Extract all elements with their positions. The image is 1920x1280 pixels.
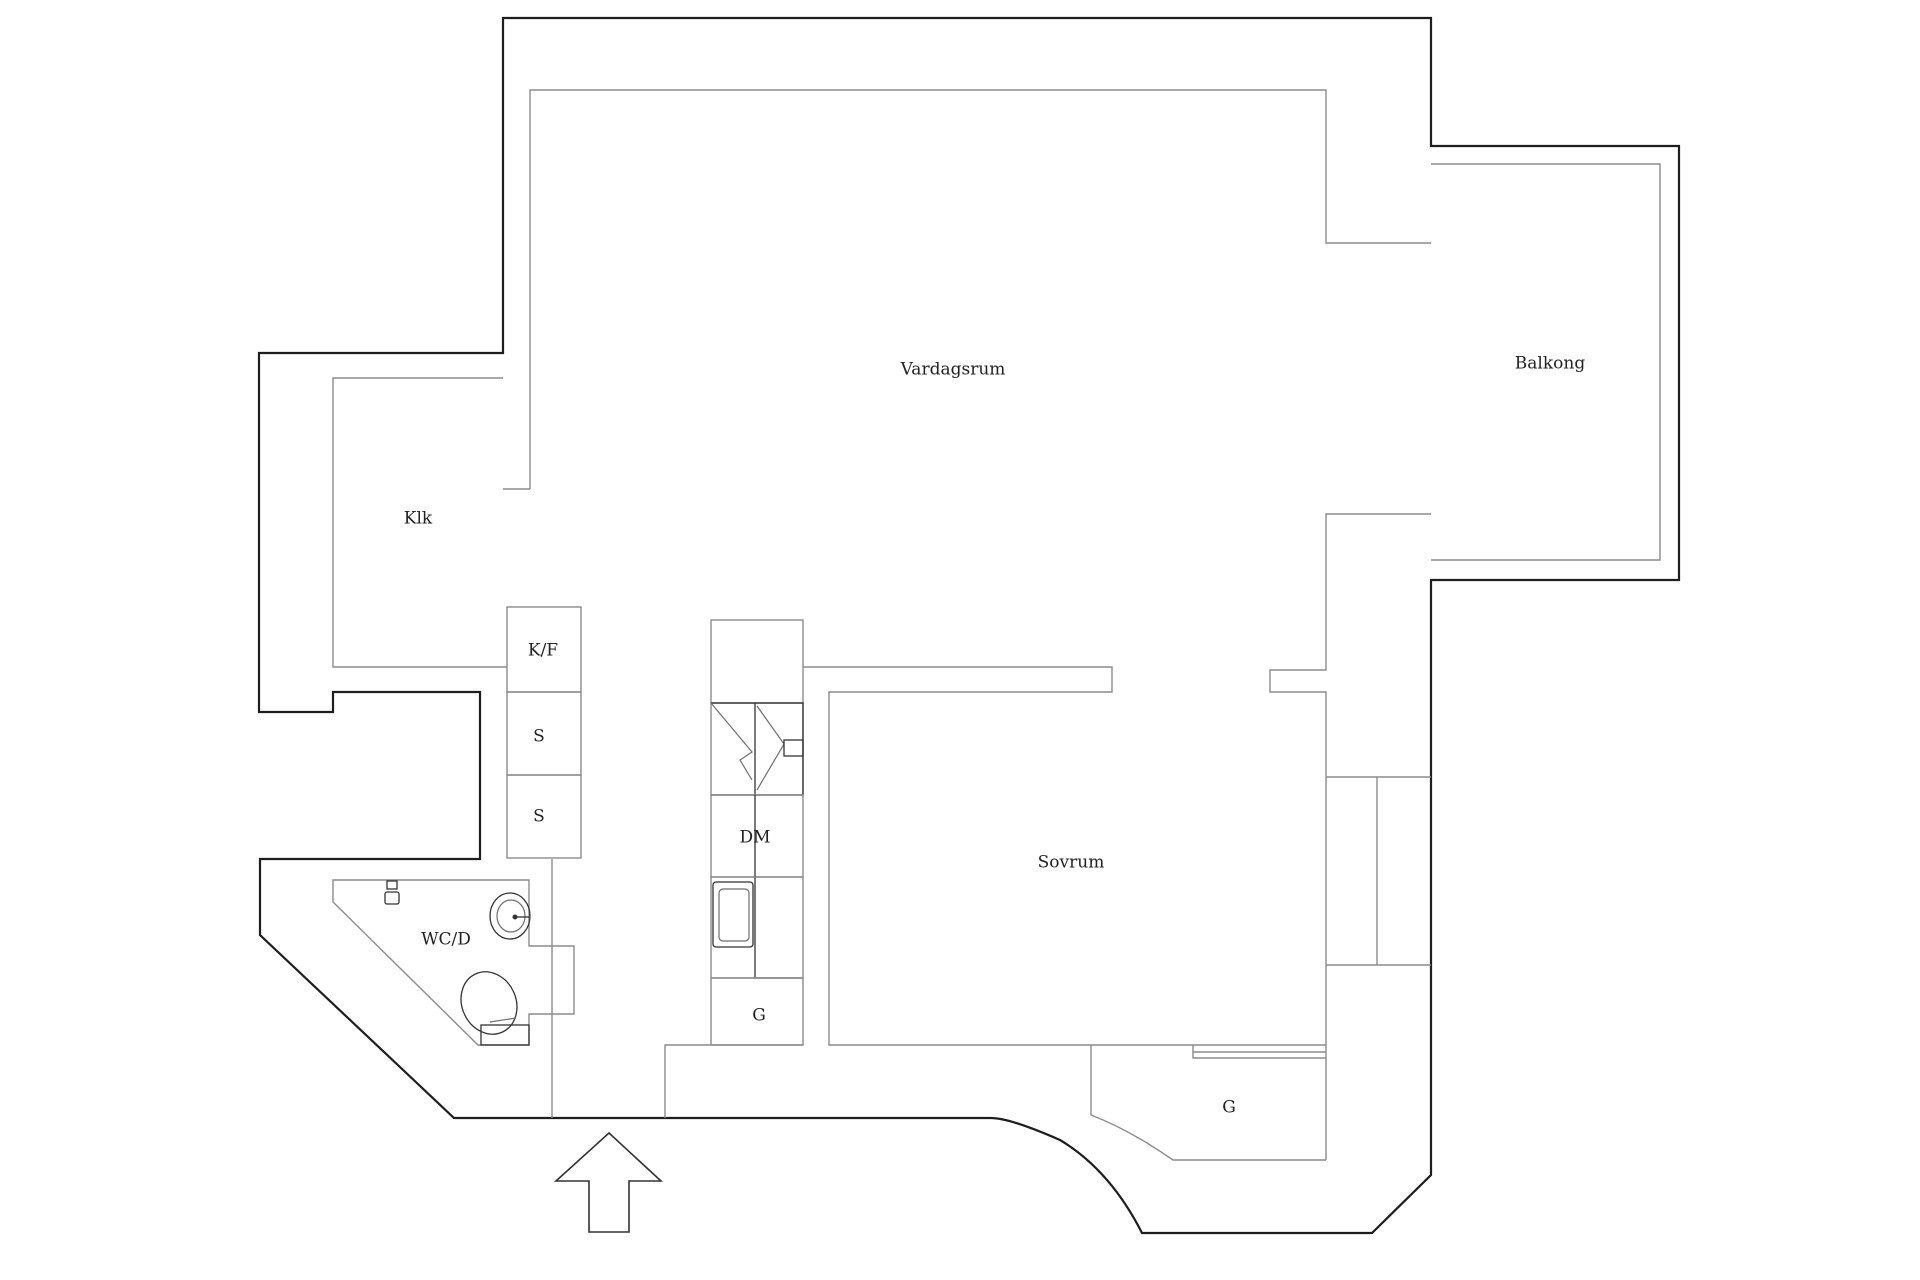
bathroom-fixtures	[384, 880, 531, 1046]
label-fridge-freezer: K/F	[528, 641, 558, 661]
counter-edge	[754, 795, 803, 979]
hallway-wall	[664, 1044, 803, 1118]
stove-box	[710, 702, 804, 796]
bedroom-door-line-2	[1192, 1045, 1326, 1059]
right-wall-lower	[1269, 513, 1431, 1160]
kitchen-sink-icon	[712, 881, 754, 948]
bathroom-wall	[332, 879, 575, 1046]
living-room-wall	[529, 89, 1431, 489]
label-cabinet-2: S	[533, 807, 545, 827]
sink-icon	[489, 892, 531, 940]
toilet-icon	[460, 971, 530, 1046]
counter-top-box	[710, 619, 804, 704]
label-bedroom: Sovrum	[1038, 853, 1105, 873]
label-wardrobe-hall: G	[752, 1006, 766, 1026]
bedroom-wall	[803, 666, 1326, 1046]
inner-walls	[332, 89, 1431, 1161]
outer-wall-main	[257, 16, 1681, 1235]
label-balcony: Balkong	[1515, 354, 1586, 374]
kitchen-wall	[332, 377, 507, 668]
right-wardrobe	[1326, 776, 1431, 966]
label-bathroom: WC/D	[421, 930, 471, 950]
kitchen-cabinets	[506, 606, 582, 859]
sink-box	[710, 876, 804, 979]
room-labels: Vardagsrum Balkong Klk K/F S S DM WC/D S…	[404, 354, 1586, 1118]
cabinet-box-2	[506, 774, 582, 859]
outer-walls	[257, 16, 1681, 1235]
label-living-room: Vardagsrum	[900, 360, 1006, 380]
label-wardrobe-bedroom: G	[1222, 1098, 1236, 1118]
entrance-arrow-icon	[553, 1131, 664, 1233]
stove-icon	[710, 702, 804, 796]
shower-tap-icon	[384, 880, 400, 905]
label-dishwasher: DM	[739, 828, 770, 848]
label-kitchen: Klk	[404, 509, 433, 529]
balcony-inner-wall	[1431, 163, 1661, 561]
label-cabinet-1: S	[533, 727, 545, 747]
bedroom-wardrobe-wall	[1090, 1045, 1326, 1161]
kitchen-counter	[710, 619, 804, 1046]
wardrobe-hall-box	[710, 977, 804, 1046]
